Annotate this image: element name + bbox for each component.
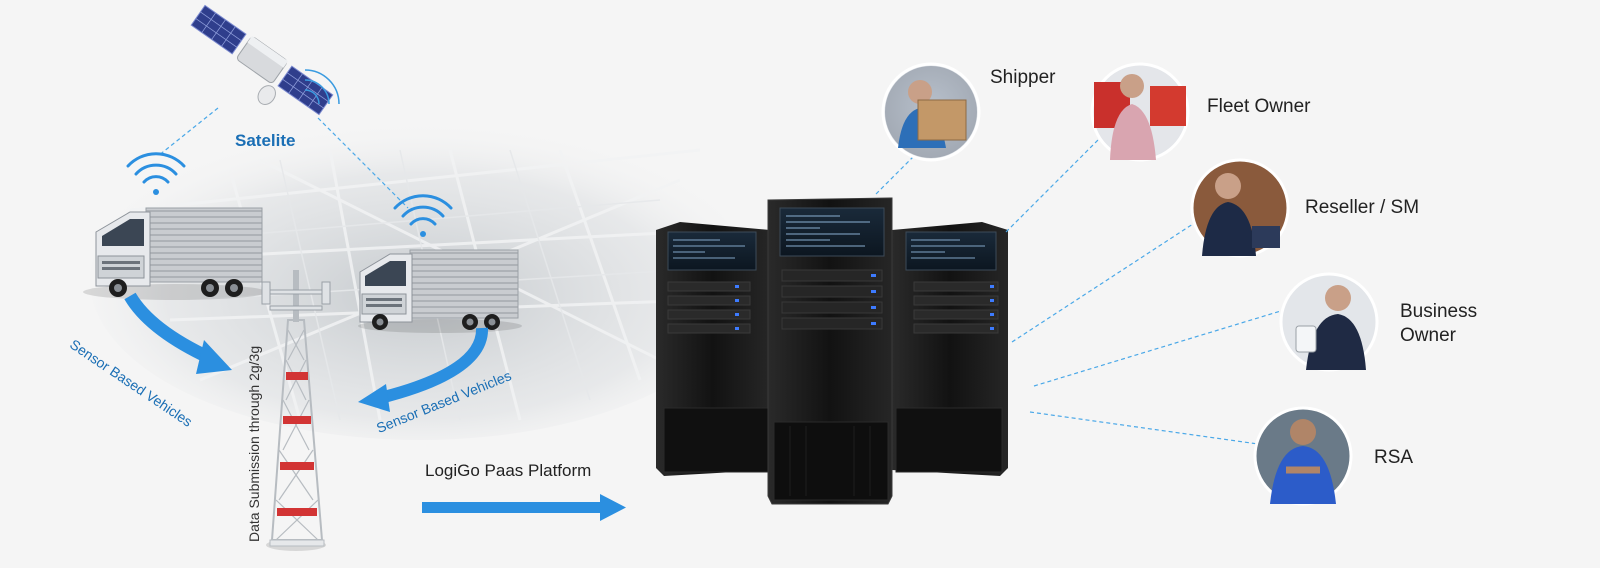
stakeholder-label-fleet-owner: Fleet Owner: [1207, 96, 1311, 117]
avatar: [1090, 62, 1190, 162]
stakeholder-label-shipper: Shipper: [990, 67, 1056, 88]
stakeholder-label-rsa: RSA: [1374, 447, 1414, 468]
wifi-icon: [393, 194, 453, 237]
arrow-icon: [358, 327, 488, 412]
stakeholder-label-business-owner: Business Owner: [1400, 301, 1478, 346]
avatar: [1190, 158, 1290, 258]
wifi-icon: [126, 152, 186, 195]
server-rack-icon: [656, 197, 1008, 505]
stakeholder-label-reseller: Reseller / SM: [1305, 197, 1420, 218]
arrow-icon: [422, 494, 626, 521]
satellite-icon: [190, 4, 340, 116]
satellite-links: [157, 107, 409, 209]
arrow-icon: [124, 292, 232, 374]
avatar: [1279, 272, 1379, 372]
truck-icon: [83, 207, 267, 300]
stakeholder-links: [875, 139, 1285, 445]
avatar: [881, 62, 981, 162]
truck-icon: [358, 249, 522, 333]
avatar: [1253, 406, 1353, 506]
cell-tower-icon: [261, 270, 331, 551]
tower-label: Data Submission through 2g/3g: [246, 345, 262, 542]
platform-label: LogiGo Paas Platform: [425, 461, 592, 480]
satellite-label: Satelite: [235, 131, 296, 150]
